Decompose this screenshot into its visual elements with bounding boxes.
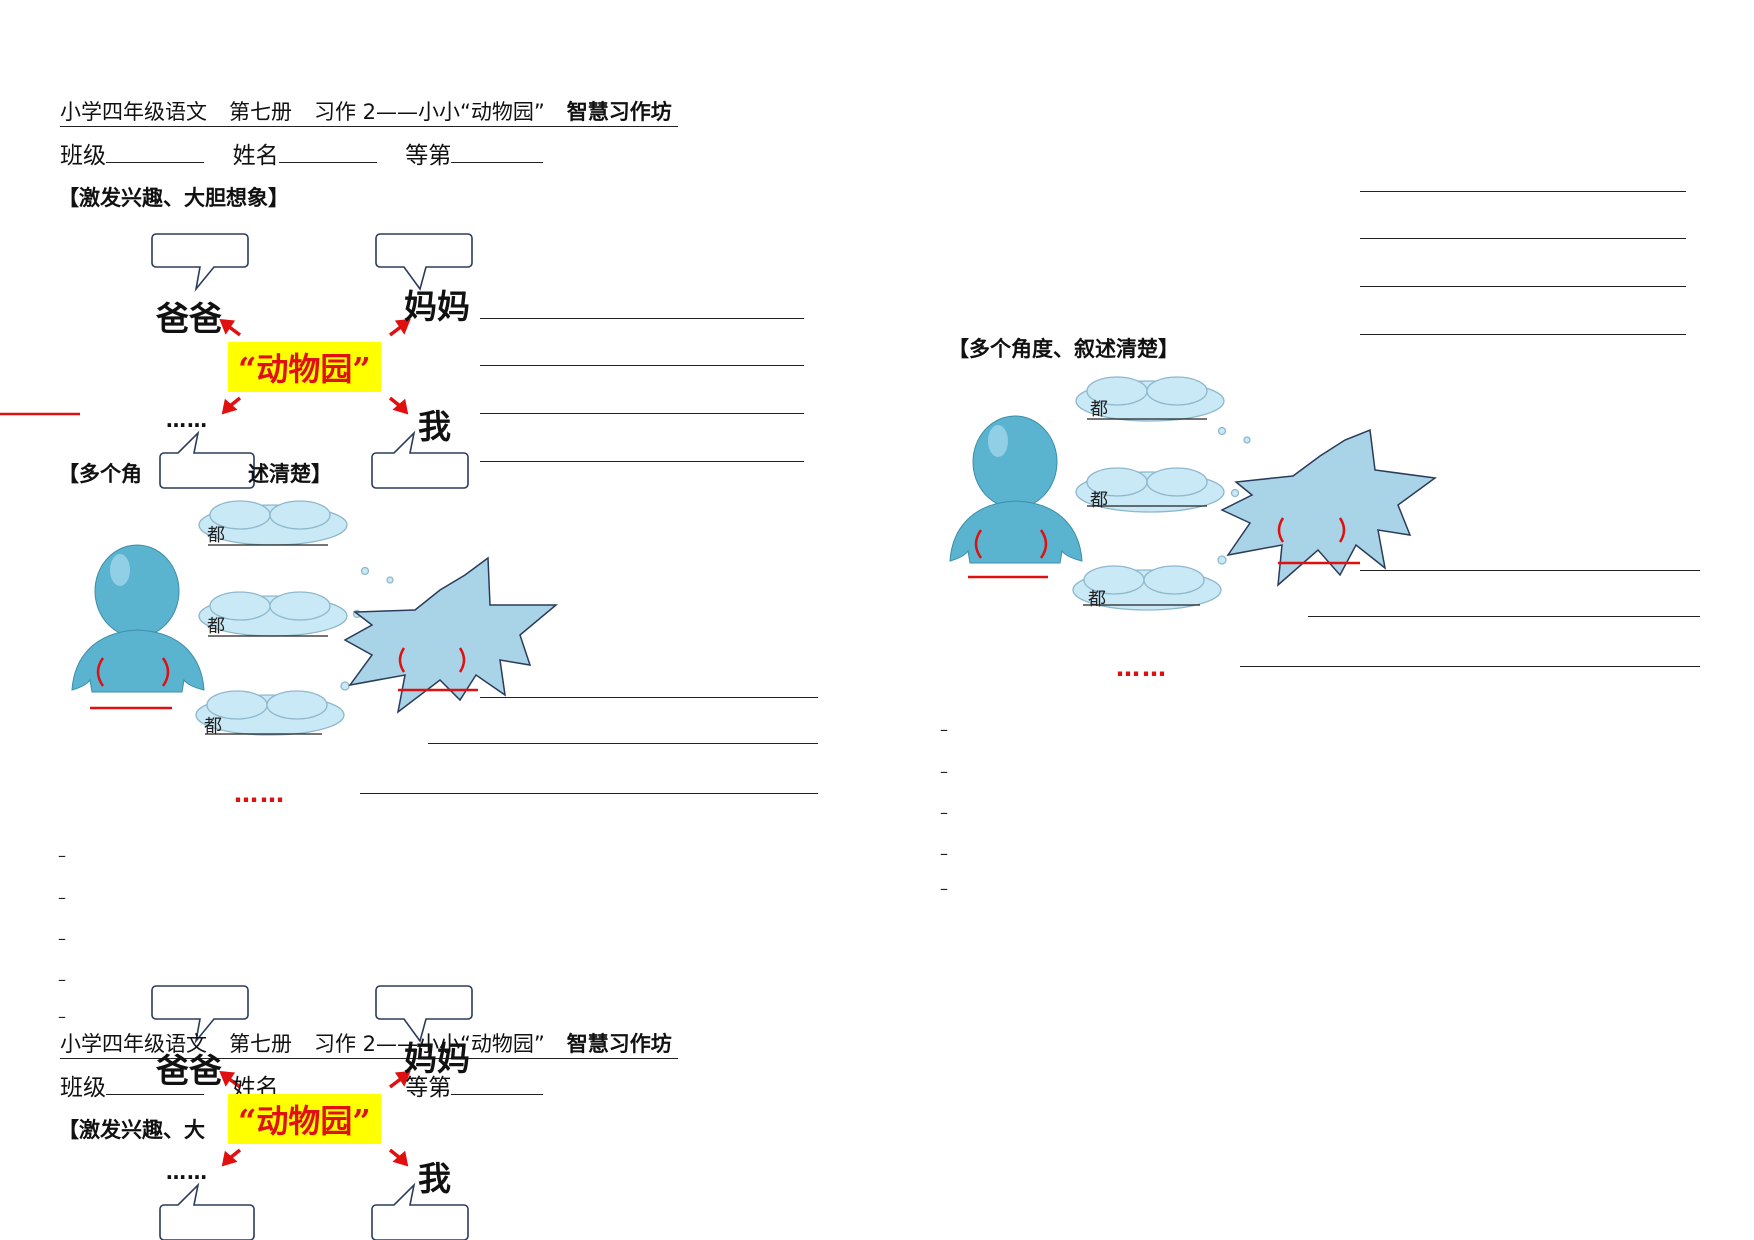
label-more: …… — [166, 1160, 208, 1184]
me-speech-bubble[interactable] — [371, 430, 469, 489]
dash-mark: – — [940, 879, 948, 898]
write-line[interactable] — [1360, 570, 1700, 571]
label-dad: 爸爸 — [156, 299, 222, 338]
left-thinker-group — [71, 500, 559, 736]
bottom-diagram-graphics — [151, 985, 473, 1240]
header-brand: 智慧习作坊 — [566, 100, 672, 124]
grade-blank[interactable] — [451, 1094, 544, 1095]
section-title-imagine-partial: 【激发兴趣、大 — [58, 1118, 205, 1142]
more-red-dots: …… — [1116, 654, 1168, 682]
center-zoo-label: “动物园” — [228, 342, 381, 392]
class-blank[interactable] — [106, 1094, 204, 1095]
more-red-dots: …… — [234, 780, 286, 808]
label-dad: 爸爸 — [156, 1051, 222, 1090]
dash-mark: – — [58, 846, 66, 865]
write-line[interactable] — [1360, 286, 1686, 287]
dash-mark: – — [940, 803, 948, 822]
header-brand: 智慧习作坊 — [566, 1032, 672, 1056]
class-label: 班级 — [60, 1075, 106, 1101]
dou-label: 都 — [207, 525, 225, 546]
label-more: …… — [166, 408, 208, 432]
dash-mark: – — [58, 970, 66, 989]
label-me: 我 — [418, 1159, 451, 1198]
grade-blank[interactable] — [451, 162, 544, 163]
dou-label: 都 — [204, 716, 222, 737]
dash-mark: – — [940, 762, 948, 781]
dad-speech-bubble[interactable] — [151, 233, 249, 292]
write-line[interactable] — [1360, 334, 1686, 335]
diagram-arrows — [219, 318, 411, 415]
header-volume: 第七册 — [229, 1032, 292, 1056]
header-volume: 第七册 — [229, 100, 292, 124]
class-blank[interactable] — [106, 162, 204, 163]
write-line[interactable] — [1308, 616, 1700, 617]
dou-label: 都 — [1088, 589, 1106, 610]
write-line[interactable] — [480, 318, 804, 319]
header-lesson: 习作 2——小小“动物园” — [314, 100, 545, 124]
dou-label: 都 — [1090, 490, 1108, 511]
label-mom: 妈妈 — [404, 287, 470, 326]
dash-mark: – — [58, 888, 66, 907]
name-blank[interactable] — [278, 162, 377, 163]
section-title-imagine: 【激发兴趣、大胆想象】 — [58, 186, 289, 210]
dash-mark: – — [940, 844, 948, 863]
section-title-angles-partial-right: 述清楚】 — [248, 462, 332, 486]
student-info-row-repeat: 班级 姓名 等第 — [60, 1068, 544, 1102]
mom-speech-bubble[interactable] — [375, 233, 473, 291]
label-me: 我 — [418, 407, 451, 446]
write-line[interactable] — [480, 365, 804, 366]
dash-mark: – — [58, 929, 66, 948]
more-speech-bubble[interactable] — [159, 430, 255, 489]
center-zoo-label: “动物园” — [228, 1094, 381, 1144]
student-info-row: 班级 姓名 等第 — [60, 136, 544, 170]
section-title-angles-partial-left: 【多个角 — [58, 462, 142, 486]
grade-label: 等第 — [405, 143, 452, 169]
write-line[interactable] — [480, 697, 818, 698]
write-line[interactable] — [480, 461, 804, 462]
write-line[interactable] — [1360, 191, 1686, 192]
dash-mark: – — [940, 720, 948, 739]
header-subject: 小学四年级语文 — [60, 1032, 207, 1056]
dou-label: 都 — [207, 616, 225, 637]
write-line[interactable] — [1360, 238, 1686, 239]
right-thinker-group — [949, 376, 1437, 611]
section-title-angles: 【多个角度、叙述清楚】 — [948, 337, 1179, 361]
write-line[interactable] — [480, 413, 804, 414]
header-subject: 小学四年级语文 — [60, 100, 207, 124]
worksheet-header: 小学四年级语文第七册习作 2——小小“动物园” 智慧习作坊 — [60, 96, 678, 127]
write-line[interactable] — [1240, 666, 1700, 667]
grade-label: 等第 — [405, 1075, 452, 1101]
write-line[interactable] — [360, 793, 818, 794]
class-label: 班级 — [60, 143, 106, 169]
write-line[interactable] — [428, 743, 818, 744]
header-lesson: 习作 2——小小“动物园” — [314, 1032, 545, 1056]
label-mom: 妈妈 — [404, 1039, 470, 1078]
dash-mark: – — [58, 1007, 66, 1026]
worksheet-header-repeat: 小学四年级语文第七册习作 2——小小“动物园” 智慧习作坊 — [60, 1028, 678, 1059]
dou-label: 都 — [1090, 399, 1108, 420]
name-label: 姓名 — [232, 143, 279, 169]
